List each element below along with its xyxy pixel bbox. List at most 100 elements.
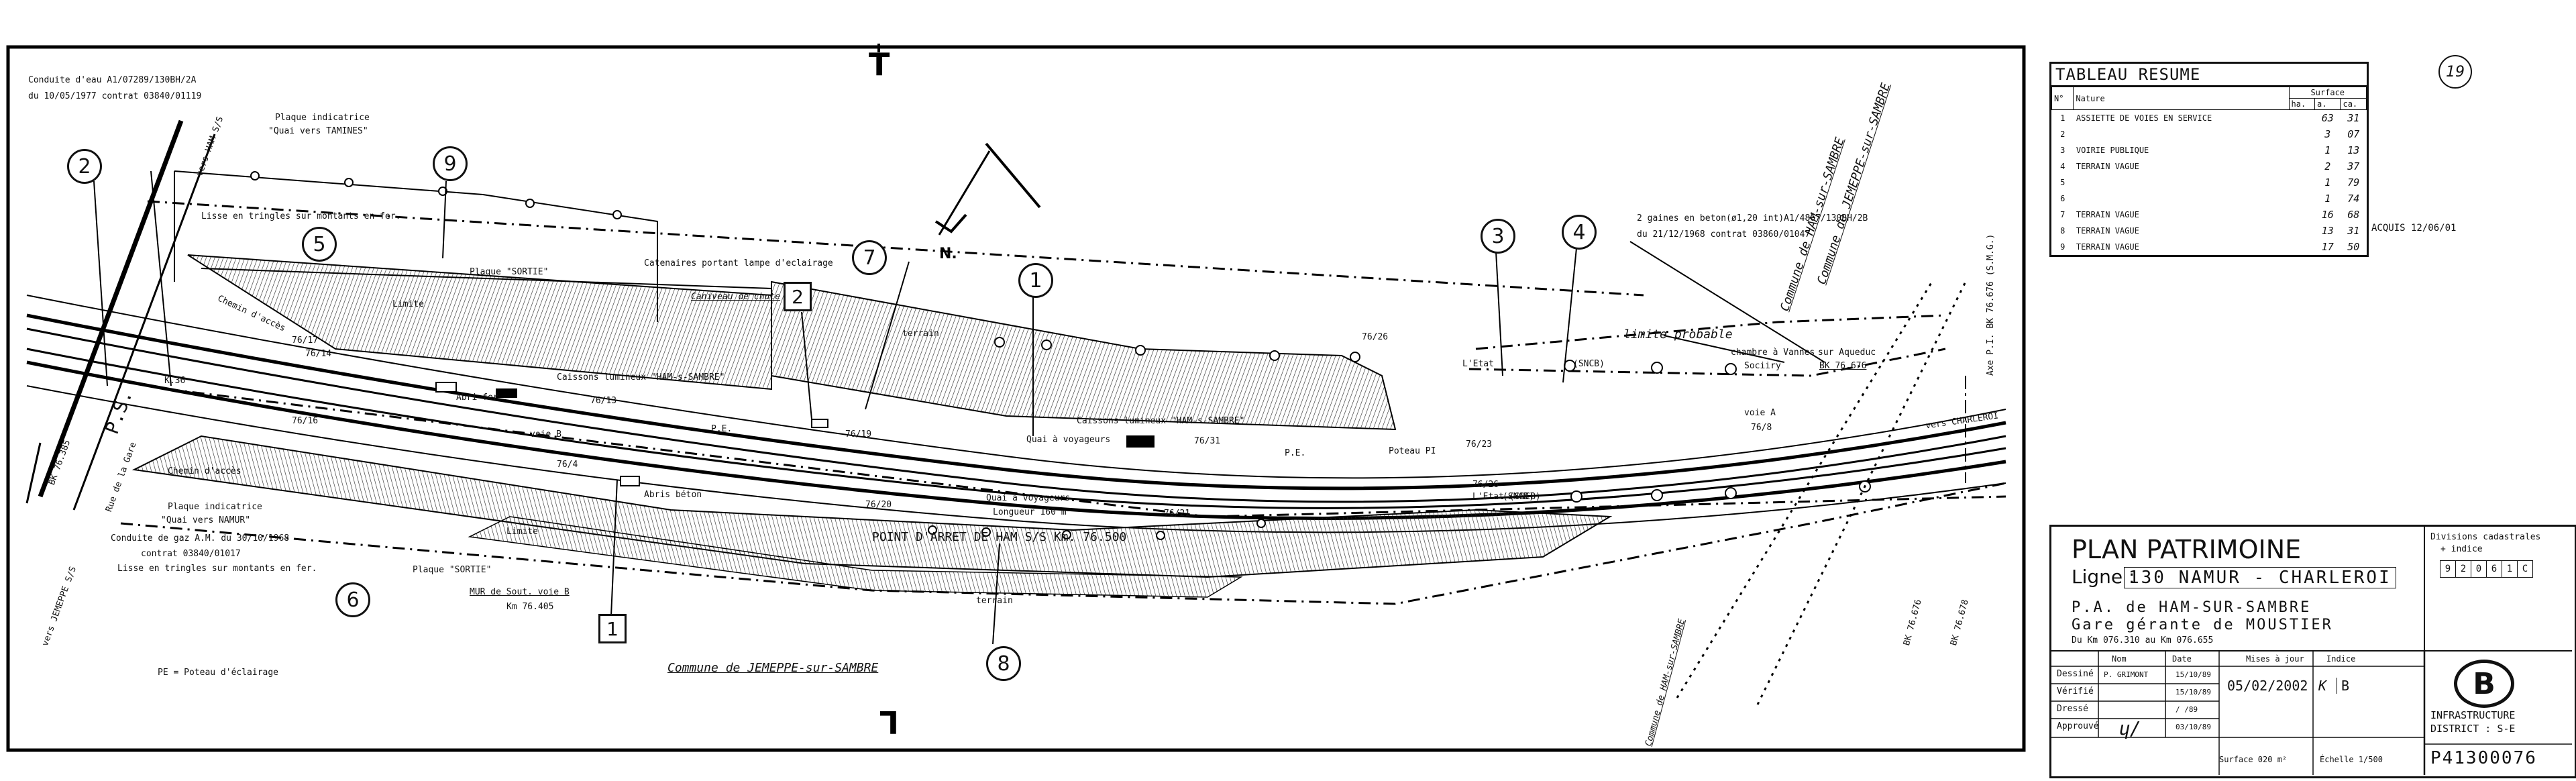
label-plaque-tamines-2: "Quai vers TAMINES" xyxy=(268,126,368,136)
label-conduite-gaz-1: Conduite de gaz A.M. du 30/10/1968 xyxy=(111,533,290,543)
summary-row-nature: VOIRIE PUBLIQUE xyxy=(2076,146,2149,155)
label-conduite-eau-2: du 10/05/1977 contrat 03840/01119 xyxy=(28,91,202,101)
plan-number: P41300076 xyxy=(2430,748,2537,768)
label-km-76-26-b: 76/26 xyxy=(1362,332,1389,342)
parcel-marker-4: 4 xyxy=(1562,215,1597,250)
summary-row-nature xyxy=(2074,174,2289,191)
label-sncb-2: (SNCB) xyxy=(1503,492,1534,502)
summary-row-ca: 50 xyxy=(2347,241,2360,253)
summary-row-a: 2 xyxy=(2324,160,2331,172)
label-km-76-26-a: 76/26 xyxy=(1472,480,1499,490)
label-voie-a: voie A xyxy=(1744,408,1776,418)
summary-row-a: 1 xyxy=(2324,193,2331,205)
summary-row-ca: 74 xyxy=(2347,193,2360,205)
row-dresse: Dressé xyxy=(2057,704,2088,714)
north-arrow: N. xyxy=(934,142,1041,262)
label-limite-probable: limite probable xyxy=(1623,327,1733,342)
summary-row-a: 17 xyxy=(2321,241,2334,253)
summary-row-a: 1 xyxy=(2324,144,2331,156)
summary-row-number: 9 xyxy=(2060,242,2065,252)
title-block: PLAN PATRIMOINE Ligne : 130 NAMUR - CHAR… xyxy=(2049,525,2576,778)
summary-row-nature xyxy=(2074,126,2289,142)
parcel-marker-1: 1 xyxy=(1018,263,1053,298)
drawing-frame xyxy=(6,45,2026,752)
label-abri-fer: Abri fer xyxy=(456,393,498,403)
label-limite-2: Limite xyxy=(506,527,538,537)
parcel-marker-6: 6 xyxy=(335,582,370,617)
label-km-76-16: 76/16 xyxy=(292,416,319,426)
label-mur-2: Km 76.405 xyxy=(506,602,554,612)
label-terrain-1: terrain xyxy=(902,329,939,339)
label-point-arret: POINT D'ARRET DE HAM S/S Km. 76.500 xyxy=(872,530,1127,544)
verifie-date: 15/10/89 xyxy=(2176,688,2211,696)
summary-row-number: 2 xyxy=(2060,129,2065,139)
label-abris-beton: Abris béton xyxy=(644,490,702,500)
title-block-km-range: Du Km 076.310 au Km 076.655 xyxy=(2072,635,2214,645)
title-block-divisions-2: + indice xyxy=(2440,544,2483,554)
label-chambre-1: chambre à Vannes xyxy=(1731,348,1815,358)
label-axe-pi: Axe P.I. BK 76.676 (S.M.G.) xyxy=(1986,233,1996,376)
col-ha: ha. xyxy=(2288,98,2315,110)
label-km-76-8: 76/8 xyxy=(1751,423,1772,433)
label-km-76-21: 76/21 xyxy=(1164,509,1191,519)
label-aqueduc-2: BK 76.676 xyxy=(1819,361,1867,371)
embankment-north-2 xyxy=(771,280,1397,431)
title-block-title: PLAN PATRIMOINE xyxy=(2072,535,2302,564)
title-block-divisions-1: Divisions cadastrales xyxy=(2430,532,2541,542)
label-km-76-13: 76/13 xyxy=(590,396,617,406)
summary-table-title: TABLEAU RESUME xyxy=(2051,64,2367,87)
label-aqueduc-1: sur Aqueduc xyxy=(1818,348,1876,358)
sheet-number-marker: 19 xyxy=(2438,55,2472,89)
label-longueur: Longueur 160 m xyxy=(993,507,1067,517)
label-caniveau: Caniveau de chute xyxy=(691,292,781,302)
dresse-date: / /89 xyxy=(2176,705,2198,714)
label-plaque-namur-2: "Quai vers NAMUR" xyxy=(161,515,251,525)
summary-row-a: 63 xyxy=(2321,112,2334,124)
label-lisse-2: Lisse en tringles sur montants en fer. xyxy=(117,564,317,574)
label-plaque-sortie-bottom: Plaque "SORTIE" xyxy=(413,565,492,575)
summary-row-ca: 79 xyxy=(2347,176,2360,189)
summary-row-ha xyxy=(2289,110,2314,127)
label-gaines-2: du 21/12/1968 contrat 03860/01047 xyxy=(1637,229,1811,240)
label-catenaires: Catenaires portant lampe d'eclairage xyxy=(644,258,833,268)
limit-lines xyxy=(120,200,2006,605)
label-km-76-20: 76/20 xyxy=(865,500,892,510)
label-etat: L'Etat xyxy=(1462,359,1494,369)
summary-row-nature xyxy=(2074,191,2289,207)
label-km-76-23: 76/23 xyxy=(1466,439,1493,450)
col-header-indice: Indice xyxy=(2326,654,2356,664)
summary-row-nature: ASSIETTE DE VOIES EN SERVICE xyxy=(2076,113,2212,123)
cadastre-cell: 1 xyxy=(2502,560,2518,578)
summary-row-ca: 31 xyxy=(2347,225,2360,237)
summary-table: TABLEAU RESUME N° Nature Surface ha. a. … xyxy=(2049,62,2369,257)
label-chemin-acces-2: Chemin d'accès xyxy=(168,466,241,476)
parcel-marker-3: 3 xyxy=(1481,219,1515,254)
summary-row-a: 13 xyxy=(2321,225,2334,237)
label-km-76-19: 76/19 xyxy=(845,429,872,439)
label-plaque-namur-1: Plaque indicatrice xyxy=(168,502,262,512)
summary-row-ha xyxy=(2289,239,2314,255)
summary-row-a: 3 xyxy=(2324,128,2331,140)
label-mur-1: MUR de Sout. voie B xyxy=(470,587,570,597)
summary-row-nature: TERRAIN VAGUE xyxy=(2076,210,2139,219)
col-header-date: Date xyxy=(2172,654,2192,664)
title-block-grid xyxy=(2051,650,2572,775)
label-pe-legend: PE = Poteau d'éclairage xyxy=(158,668,279,678)
summary-row-ca: 37 xyxy=(2347,160,2360,172)
summary-row-ha xyxy=(2289,174,2314,191)
label-poteau-pi: Poteau PI xyxy=(1389,446,1436,456)
label-quai-voyageurs-2: Quai à voyageurs xyxy=(986,493,1071,503)
indice-2: B xyxy=(2337,678,2349,694)
row-approuve: Approuvé xyxy=(2057,721,2099,731)
summary-row-number: 1 xyxy=(2060,113,2065,123)
summary-table-row: 1 ASSIETTE DE VOIES EN SERVICE 63 31 xyxy=(2052,110,2367,127)
parcel-marker-5: 5 xyxy=(302,227,337,262)
cadastre-cell: 6 xyxy=(2486,560,2502,578)
infra-line-1: INFRASTRUCTURE xyxy=(2430,709,2516,721)
summary-row-ca: 13 xyxy=(2347,144,2360,156)
cadastre-cell: 2 xyxy=(2455,560,2471,578)
summary-row-ca: 31 xyxy=(2347,112,2360,124)
